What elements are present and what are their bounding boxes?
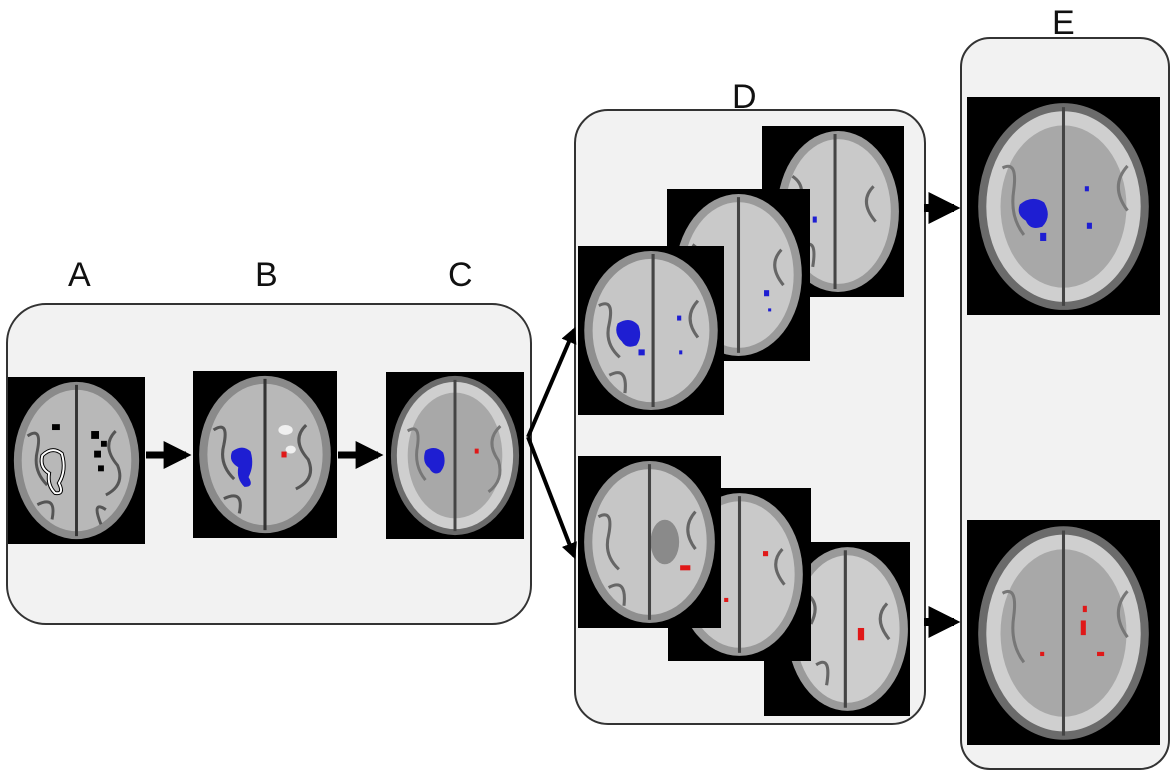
- label-e: E: [1052, 4, 1075, 42]
- scan-d-top-1: [578, 246, 724, 415]
- arrow-c-to-d-top: [526, 327, 577, 438]
- scan-e-bottom-template: [967, 520, 1160, 745]
- scan-c-t1-template: [386, 372, 524, 539]
- label-a: A: [68, 256, 91, 294]
- label-c: C: [448, 256, 473, 294]
- arrow-c-to-d-bottom: [526, 436, 577, 559]
- label-b: B: [255, 256, 278, 294]
- scan-a-flair-outlined: [8, 377, 145, 544]
- label-d: D: [732, 78, 757, 116]
- scan-b-flair-colored: [193, 371, 337, 538]
- scan-d-bottom-1: [578, 456, 721, 628]
- scan-e-top-template: [967, 97, 1160, 315]
